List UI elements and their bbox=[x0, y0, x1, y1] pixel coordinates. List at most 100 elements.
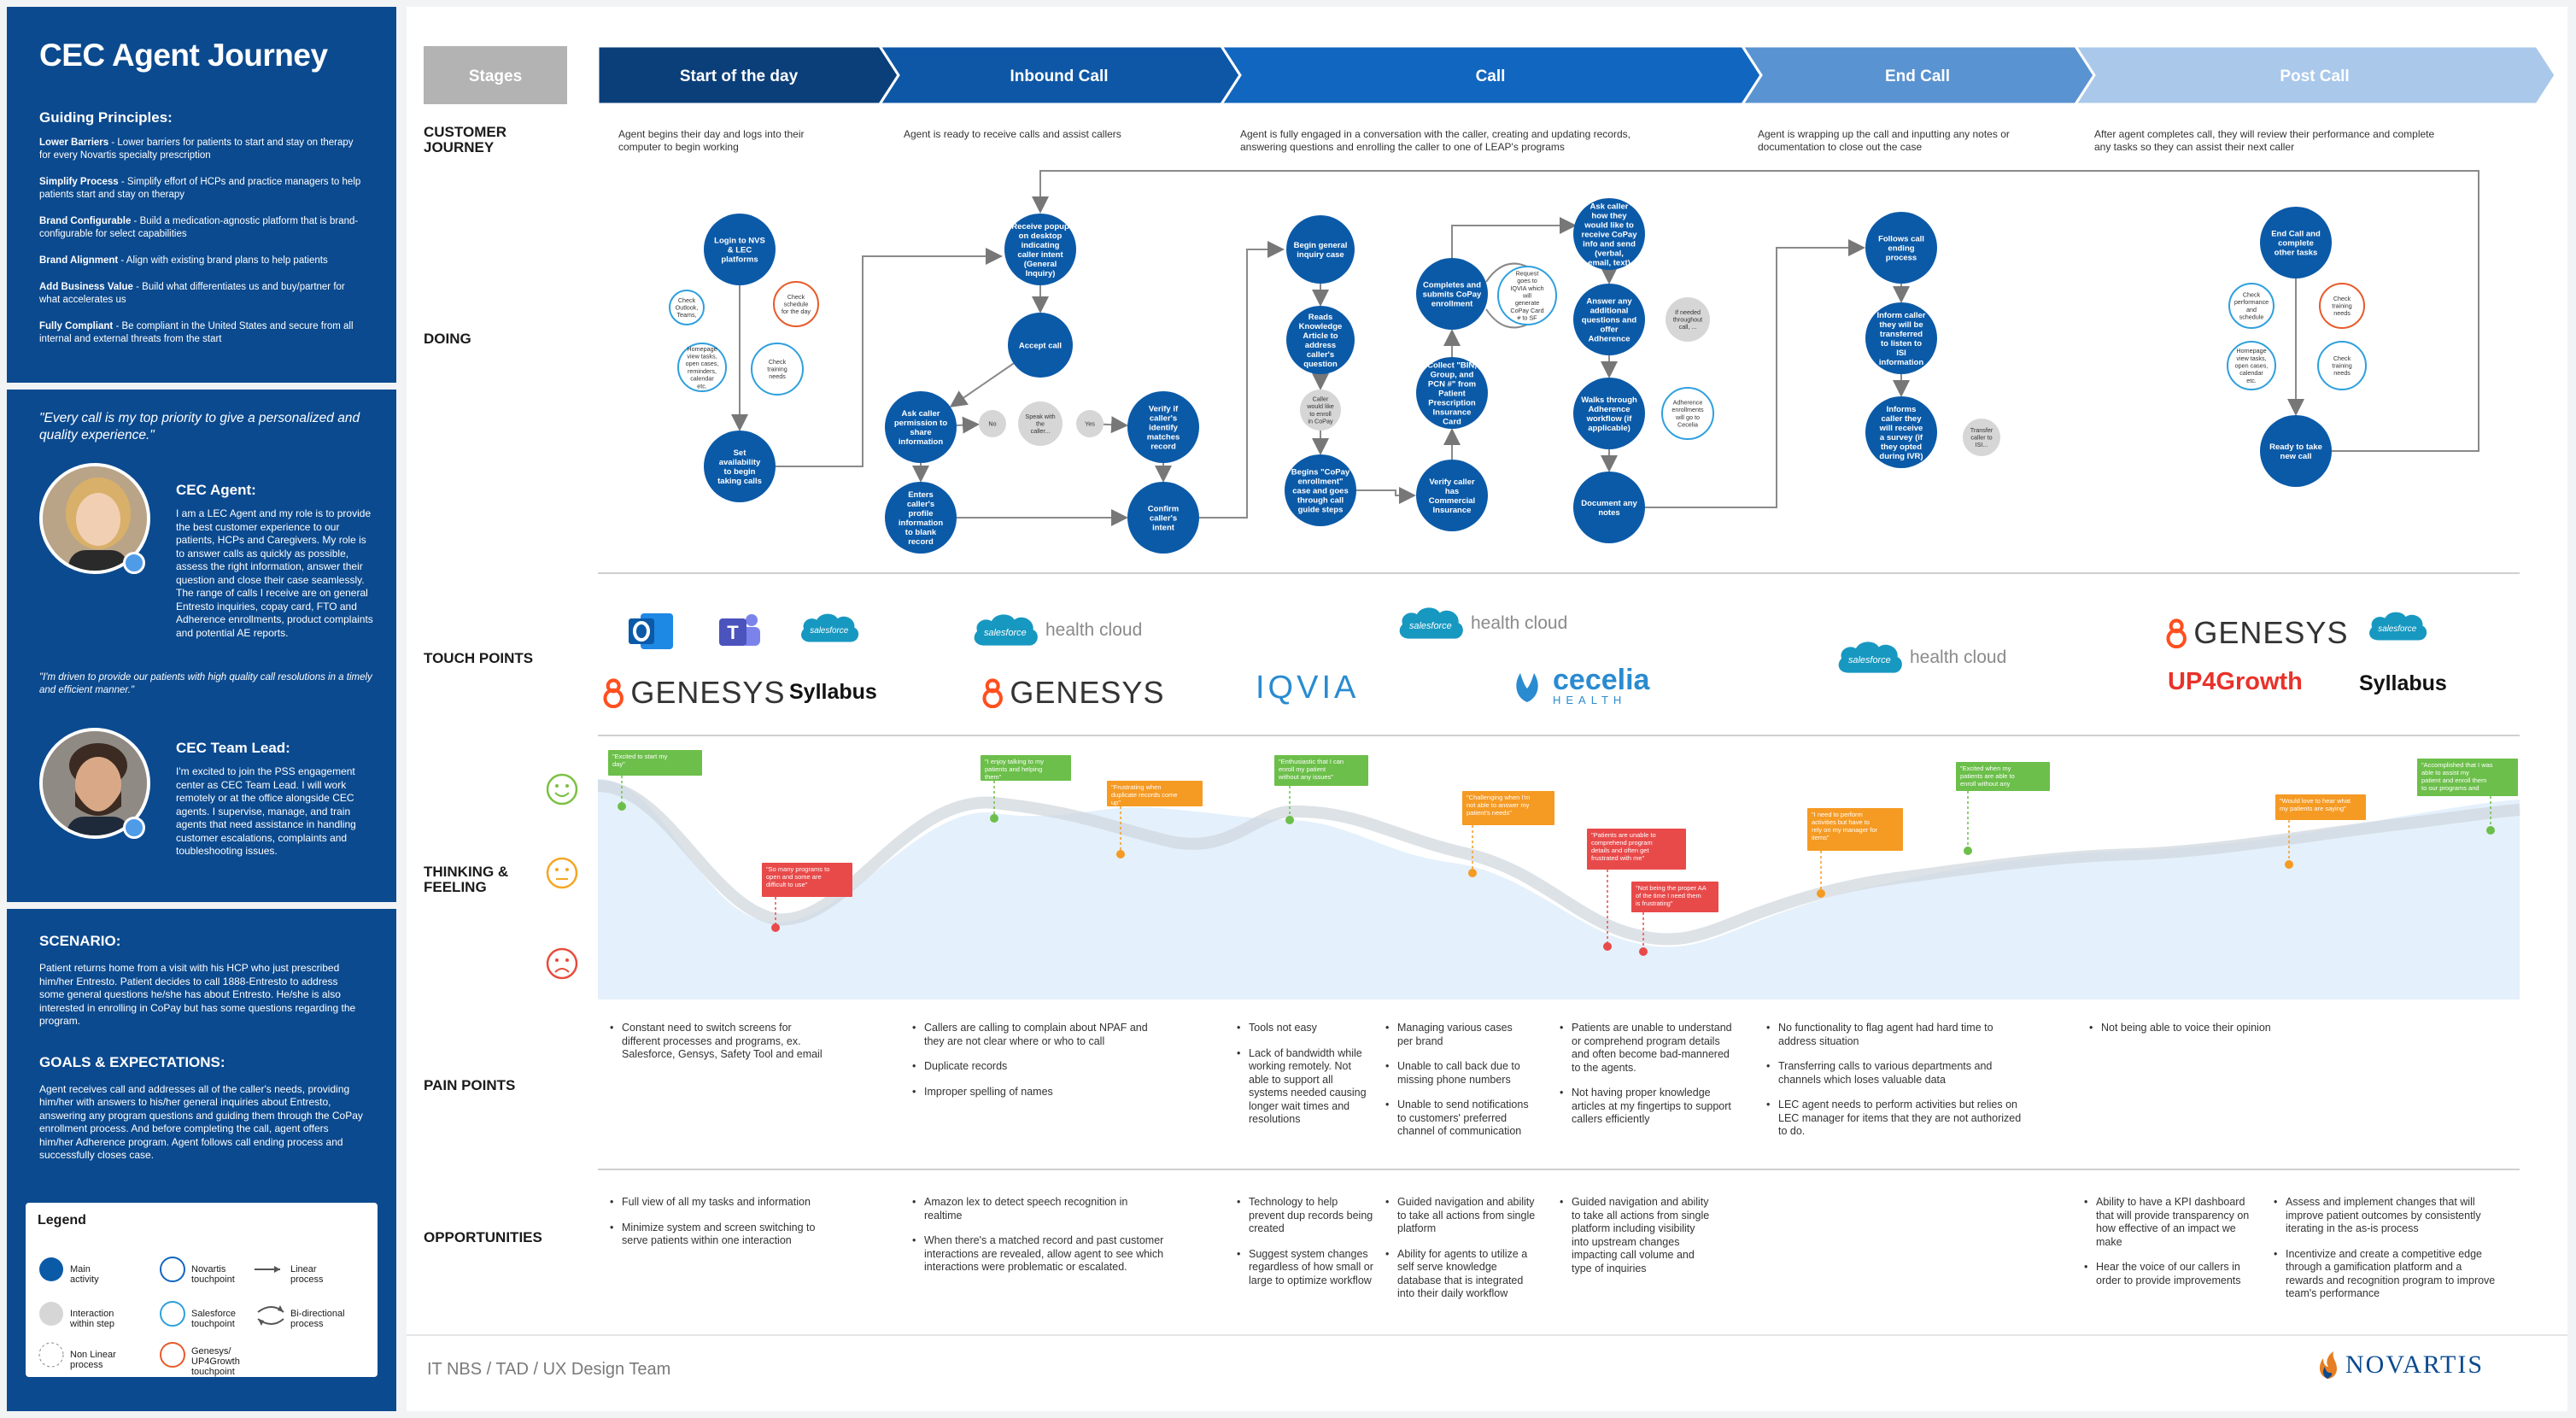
legend: Legend Main activity Interaction within … bbox=[26, 1203, 378, 1377]
pain-point-item: Constant need to switch screens for diff… bbox=[610, 1022, 832, 1062]
pain-point-item: Unable to send notifications to customer… bbox=[1385, 1099, 1531, 1139]
opportunity-column: Guided navigation and ability to take al… bbox=[1385, 1196, 1539, 1313]
pain-point-column: Not being able to voice their opinion bbox=[2089, 1022, 2345, 1047]
pain-point-column: No functionality to flag agent had hard … bbox=[1766, 1022, 2023, 1151]
pain-point-item: No functionality to flag agent had hard … bbox=[1766, 1022, 2023, 1048]
legend-novartis: Novartis touchpoint bbox=[191, 1264, 235, 1285]
legend-salesforce: Salesforce touchpoint bbox=[191, 1309, 236, 1329]
scenario-text: Patient returns home from a visit with h… bbox=[39, 962, 356, 1027]
syllabus-wordmark: Syllabus bbox=[2359, 671, 2447, 695]
legend-interaction: Interaction within step bbox=[70, 1309, 114, 1329]
opportunity-item: Assess and implement changes that will i… bbox=[2274, 1196, 2496, 1236]
pain-point-item: Not being able to voice their opinion bbox=[2089, 1022, 2345, 1035]
legend-nonlinear: Non Linear process bbox=[70, 1350, 116, 1370]
syllabus-logo-post: Syllabus bbox=[2359, 671, 2447, 696]
pain-point-item: Duplicate records bbox=[912, 1060, 1168, 1074]
syllabus-logo-start: Syllabus bbox=[789, 680, 877, 705]
principles-list: Lower Barriers - Lower barriers for pati… bbox=[39, 137, 364, 346]
novartis-wordmark: NOVARTIS bbox=[2345, 1351, 2485, 1379]
opportunity-item: Full view of all my tasks and informatio… bbox=[610, 1196, 832, 1210]
svg-text:salesforce: salesforce bbox=[984, 628, 1027, 638]
health-cloud-end: salesforce health cloud bbox=[1833, 636, 2006, 680]
novartis-flame-icon bbox=[2319, 1351, 2337, 1379]
iqvia-wordmark: IQVIA bbox=[1256, 670, 1360, 706]
cecelia-leaf-icon bbox=[1516, 672, 1538, 702]
legend-title: Legend bbox=[38, 1213, 86, 1228]
teams-icon: T bbox=[716, 610, 764, 657]
salesforce-cloud-icon: salesforce bbox=[801, 613, 859, 642]
page-title: CEC Agent Journey bbox=[39, 38, 328, 73]
opportunity-item: Technology to help prevent dup records b… bbox=[1237, 1196, 1373, 1236]
opportunity-item: Minimize system and screen switching to … bbox=[610, 1222, 832, 1248]
opportunity-column: Guided navigation and ability to take al… bbox=[1560, 1196, 1713, 1287]
pain-point-column: Callers are calling to complain about NP… bbox=[912, 1022, 1168, 1110]
novartis-logo: NOVARTIS bbox=[2316, 1350, 2484, 1380]
pain-point-item: Transferring calls to various department… bbox=[1766, 1060, 2023, 1087]
lead-title: CEC Team Lead: bbox=[176, 740, 290, 756]
agent-text: I am a LEC Agent and my role is to provi… bbox=[176, 507, 373, 639]
journey-inbound: Agent is ready to receive calls and assi… bbox=[904, 128, 1121, 140]
pain-point-item: Improper spelling of names bbox=[912, 1086, 1168, 1099]
genesys-logo-post: GENESYS bbox=[2163, 615, 2348, 651]
health-cloud-label: health cloud bbox=[1910, 647, 2007, 668]
legend-linear: Linear process bbox=[290, 1264, 324, 1285]
journey-start: Agent begins their day and logs into the… bbox=[618, 128, 805, 153]
health-cloud-call-sf: salesforce bbox=[1394, 601, 1466, 646]
cecelia-wordmark: cecelia bbox=[1553, 664, 1650, 696]
footer-team: IT NBS / TAD / UX Design Team bbox=[427, 1360, 671, 1379]
row-label-doing: DOING bbox=[424, 331, 471, 347]
svg-text:salesforce: salesforce bbox=[1848, 655, 1891, 665]
opportunity-item: Guided navigation and ability to take al… bbox=[1385, 1196, 1539, 1236]
svg-text:salesforce: salesforce bbox=[2378, 624, 2416, 634]
opportunity-column: Full view of all my tasks and informatio… bbox=[610, 1196, 832, 1260]
principle-item: Fully Compliant - Be compliant in the Un… bbox=[39, 321, 354, 344]
iqvia-logo: IQVIA bbox=[1256, 670, 1359, 706]
pain-point-item: Unable to call back due to missing phone… bbox=[1385, 1060, 1531, 1087]
legend-genesys: Genesys/ UP4Growth touchpoint bbox=[191, 1346, 240, 1377]
row-label-touch-points: TOUCH POINTS bbox=[424, 650, 534, 666]
cecelia-sub: HEALTH bbox=[1553, 694, 1627, 706]
opportunity-item: Hear the voice of our callers in order t… bbox=[2084, 1261, 2263, 1287]
principle-item: Brand Alignment - Align with existing br… bbox=[39, 255, 328, 266]
row-label-customer-journey: CUSTOMER JOURNEY bbox=[424, 124, 506, 155]
syllabus-wordmark: Syllabus bbox=[789, 680, 877, 704]
opportunity-column: Amazon lex to detect speech recognition … bbox=[912, 1196, 1168, 1286]
legend-bidir: Bi-directional process bbox=[290, 1309, 345, 1329]
genesys-logo-inbound: GENESYS bbox=[979, 675, 1164, 711]
genesys-logo-start: GENESYS bbox=[600, 675, 785, 711]
legend-main: Main activity bbox=[70, 1264, 99, 1285]
opportunity-item: Ability to have a KPI dashboard that wil… bbox=[2084, 1196, 2263, 1249]
up4growth-logo: UP4Growth bbox=[2168, 668, 2303, 696]
genesys-wordmark: GENESYS bbox=[2193, 615, 2349, 650]
salesforce-logo-start: salesforce bbox=[796, 608, 861, 648]
agent-title: CEC Agent: bbox=[176, 482, 256, 498]
goals-text: Agent receives call and addresses all of… bbox=[39, 1082, 363, 1162]
row-label-thinking: THINKING & FEELING bbox=[424, 864, 509, 895]
health-cloud-inbound-sf: salesforce bbox=[969, 608, 1040, 653]
salesforce-cloud-icon: salesforce bbox=[974, 614, 1038, 646]
scenario-heading: SCENARIO: bbox=[39, 933, 121, 949]
principles-heading: Guiding Principles: bbox=[39, 109, 173, 126]
health-cloud-end-sf: salesforce bbox=[1833, 636, 1905, 680]
svg-text:T: T bbox=[727, 622, 739, 643]
agent-quote: "Every call is my top priority to give a… bbox=[39, 411, 360, 442]
title-panel: CEC Agent Journey Guiding Principles: Lo… bbox=[7, 7, 396, 383]
stage-label: End Call bbox=[1885, 67, 1950, 85]
pain-point-item: Lack of bandwidth while working remotely… bbox=[1237, 1047, 1373, 1127]
lead-text: I'm excited to join the PSS engagement c… bbox=[176, 765, 356, 857]
opportunity-item: Incentivize and create a competitive edg… bbox=[2274, 1248, 2496, 1301]
stage-label: Post Call bbox=[2280, 67, 2349, 85]
opportunity-item: Amazon lex to detect speech recognition … bbox=[912, 1196, 1168, 1222]
health-cloud-label: health cloud bbox=[1471, 613, 1568, 634]
stage-label: Call bbox=[1476, 67, 1506, 85]
journey-end: Agent is wrapping up the call and inputt… bbox=[1758, 128, 2010, 153]
principle-item: Add Business Value - Build what differen… bbox=[39, 282, 345, 305]
genesys-icon bbox=[982, 678, 1003, 708]
stage-label: Inbound Call bbox=[1010, 67, 1108, 85]
salesforce-logo-post: salesforce bbox=[2364, 606, 2429, 647]
svg-text:salesforce: salesforce bbox=[810, 626, 848, 636]
pain-point-item: Tools not easy bbox=[1237, 1022, 1373, 1035]
salesforce-cloud-icon: salesforce bbox=[1838, 642, 1902, 673]
principle-item: Lower Barriers - Lower barriers for pati… bbox=[39, 138, 354, 161]
